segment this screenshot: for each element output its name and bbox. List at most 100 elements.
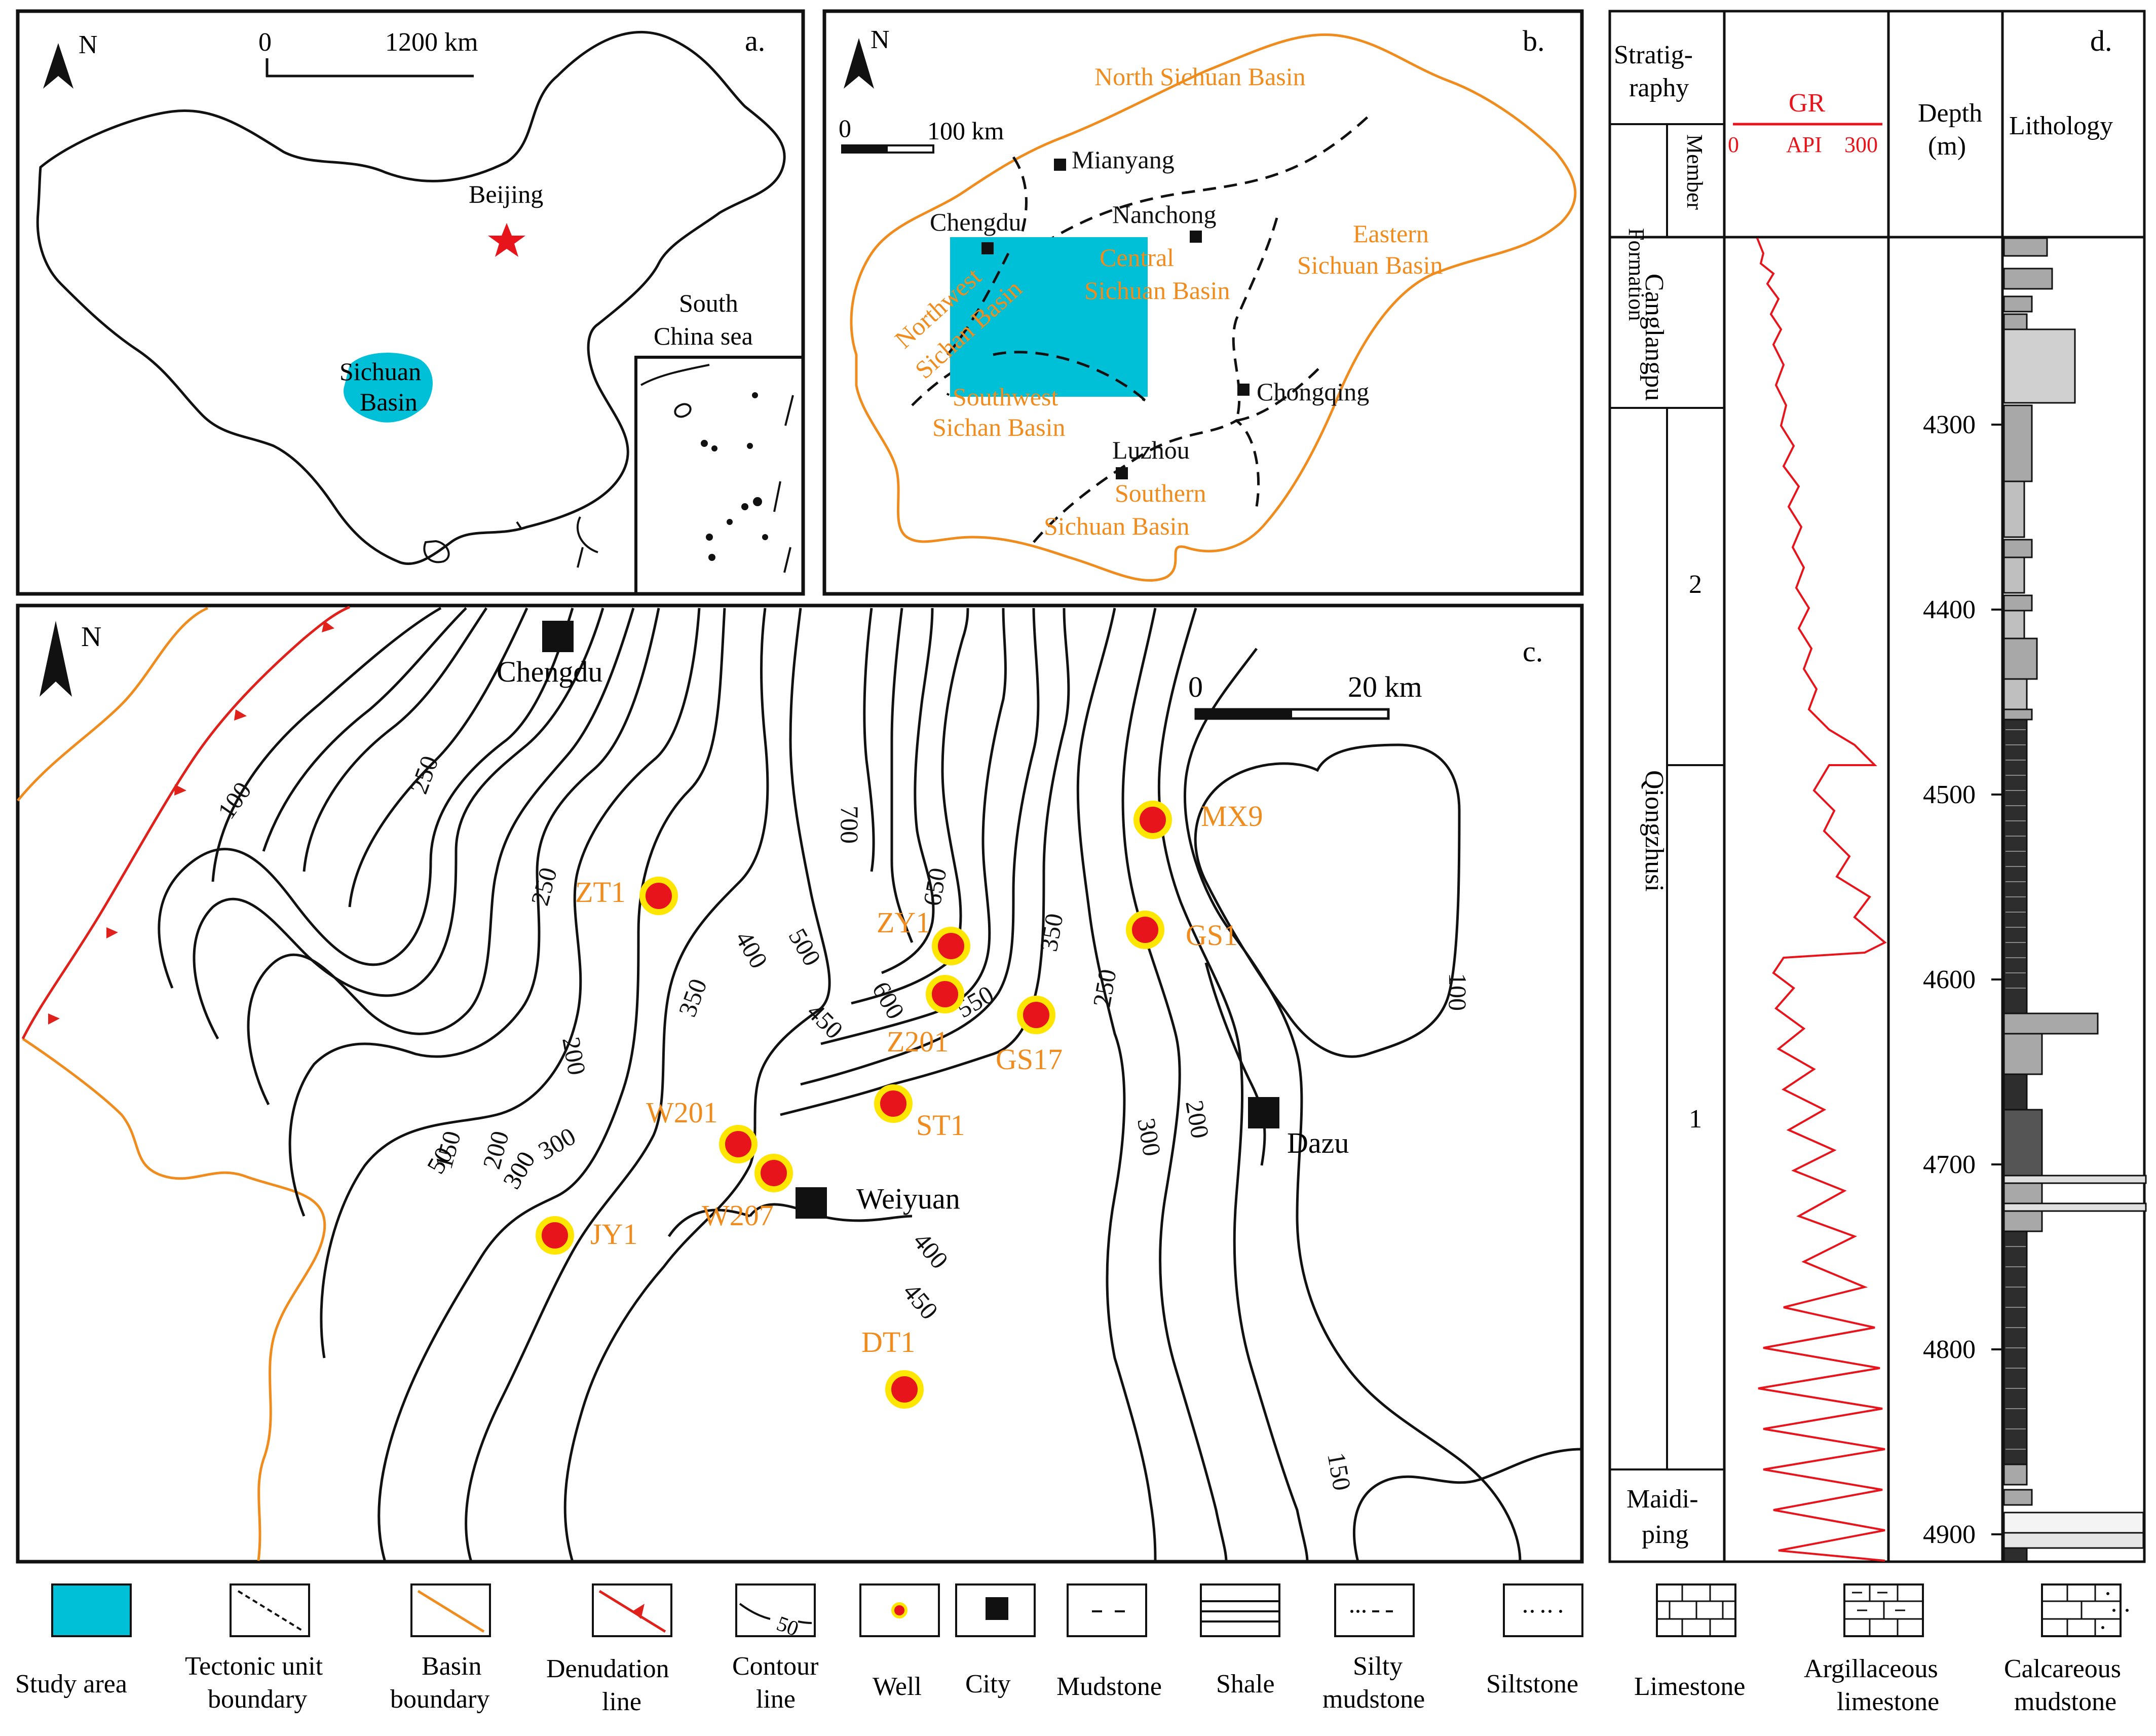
panel-b-letter: b.: [1523, 24, 1545, 57]
panel-d-letter: d.: [2090, 24, 2112, 57]
south-china-sea-inset: South China sea: [634, 289, 805, 595]
svg-text:Nanchong: Nanchong: [1112, 200, 1217, 229]
legend-item-limestone: Limestone: [1634, 1583, 1746, 1701]
svg-text:(m): (m): [1928, 132, 1966, 161]
svg-text:ZY1: ZY1: [877, 906, 930, 939]
city-icon: [796, 1187, 827, 1219]
svg-text:250: 250: [1087, 967, 1122, 1009]
well-icon: [885, 1370, 924, 1409]
panel-c-scale-bar: 0 20 km: [1188, 670, 1422, 720]
svg-text:Sichuan Basin: Sichuan Basin: [1084, 276, 1230, 305]
panel-a-scale-bar: 0 1200 km: [258, 28, 478, 78]
panel-c-cities: Chengdu Weiyuan Dazu: [497, 621, 1349, 1219]
svg-text:Contour: Contour: [732, 1652, 818, 1681]
svg-text:mudstone: mudstone: [2014, 1687, 2116, 1716]
svg-text:ZT1: ZT1: [575, 876, 626, 909]
panel-b-sichuan-basin-map: b. N 0 100 km Mianyang Chengdu: [822, 9, 1584, 596]
city-icon: [1116, 467, 1128, 479]
svg-text:China sea: China sea: [654, 322, 753, 350]
svg-text:650: 650: [918, 865, 952, 908]
svg-text:MX9: MX9: [1201, 800, 1263, 833]
svg-text:South: South: [679, 289, 738, 317]
svg-text:Dazu: Dazu: [1287, 1126, 1349, 1159]
svg-text:100: 100: [1444, 973, 1472, 1011]
svg-text:Lithology: Lithology: [2009, 111, 2113, 140]
svg-text:ping: ping: [1642, 1520, 1688, 1549]
svg-text:0: 0: [1728, 132, 1739, 157]
svg-text:North Sichuan Basin: North Sichuan Basin: [1094, 62, 1306, 91]
svg-text:N: N: [871, 25, 890, 54]
panel-c-letter: c.: [1523, 635, 1543, 668]
svg-text:line: line: [602, 1687, 641, 1716]
svg-text:Argillaceous: Argillaceous: [1804, 1654, 1938, 1683]
svg-text:Mianyang: Mianyang: [1072, 145, 1175, 174]
panel-c-contour-map: c. N 0 20 km: [16, 603, 1584, 1564]
svg-text:DT1: DT1: [861, 1326, 915, 1358]
panel-c-north-arrow-icon: N: [40, 621, 101, 697]
svg-text:limestone: limestone: [1837, 1687, 1939, 1716]
svg-text:150: 150: [1322, 1450, 1356, 1493]
svg-text:JY1: JY1: [590, 1218, 637, 1251]
svg-text:Southwest: Southwest: [953, 383, 1058, 411]
svg-text:Well: Well: [873, 1672, 922, 1701]
beijing-star-icon: [488, 223, 525, 257]
svg-text:Qiongzhusi: Qiongzhusi: [1640, 770, 1669, 892]
city-icon: [981, 242, 994, 254]
svg-text:Basin: Basin: [422, 1652, 481, 1681]
svg-text:Mudstone: Mudstone: [1056, 1672, 1162, 1701]
svg-text:Chengdu: Chengdu: [497, 655, 602, 688]
svg-text:600: 600: [866, 977, 910, 1024]
svg-text:Formation: Formation: [1624, 228, 1649, 321]
svg-text:Member: Member: [1682, 134, 1707, 210]
svg-text:Calcareous: Calcareous: [2004, 1654, 2121, 1683]
legend-item-mudstone: Mudstone: [1056, 1583, 1162, 1701]
panel-b-scale-bar: 0 100 km: [839, 114, 1004, 154]
svg-text:Central: Central: [1100, 243, 1174, 272]
legend-item-tectonic-boundary: Tectonic unit boundary: [185, 1583, 323, 1714]
svg-text:Stratig-: Stratig-: [1614, 41, 1693, 69]
svg-text:200: 200: [1180, 1098, 1215, 1141]
svg-text:Z201: Z201: [887, 1025, 949, 1058]
svg-text:City: City: [965, 1670, 1011, 1699]
panel-a-location-map: a. N 0 1200 km Sichuan Basin Beijing Sou…: [16, 9, 805, 596]
svg-text:4400: 4400: [1923, 595, 1976, 624]
sichuan-basin-shape: [344, 353, 433, 423]
legend-item-basin-boundary: Basin boundary: [390, 1583, 491, 1714]
svg-text:GS1: GS1: [1186, 919, 1238, 952]
legend-item-contour-line: 50 Contour line: [732, 1583, 818, 1714]
legend-item-denudation-line: Denudation line: [546, 1583, 672, 1716]
svg-text:Southern: Southern: [1115, 479, 1206, 507]
svg-text:100 km: 100 km: [927, 117, 1004, 145]
panel-c-well-labels: MX9 ZT1 ZY1 GS1 Z201 GS17 ST1 W201 W207 …: [575, 800, 1263, 1358]
panel-a-north-arrow-icon: N: [43, 30, 98, 89]
shale-hatching: [2006, 729, 2026, 1450]
city-icon: [1190, 231, 1202, 243]
svg-text:4800: 4800: [1923, 1335, 1976, 1364]
well-icon: [1017, 996, 1055, 1034]
city-icon: [542, 621, 574, 652]
legend-item-shale: Shale: [1200, 1583, 1280, 1699]
svg-text:Basin: Basin: [360, 388, 418, 416]
svg-text:0: 0: [1188, 670, 1203, 703]
svg-text:Eastern: Eastern: [1353, 219, 1429, 248]
svg-text:1: 1: [1689, 1105, 1702, 1134]
legend-item-city: City: [955, 1583, 1036, 1699]
legend-item-calcareous-mudstone: Calcareous mudstone: [2004, 1583, 2129, 1716]
svg-text:ST1: ST1: [916, 1109, 965, 1142]
svg-text:400: 400: [908, 1227, 954, 1274]
svg-text:Sichuan Basin: Sichuan Basin: [1044, 512, 1189, 540]
svg-text:Sichan Basin: Sichan Basin: [932, 413, 1065, 441]
svg-text:GR: GR: [1789, 89, 1826, 118]
well-icon: [639, 877, 678, 915]
legend-item-well: Well: [859, 1583, 940, 1701]
svg-text:boundary: boundary: [208, 1685, 307, 1714]
legend-item-silty-mudstone: Silty mudstone: [1322, 1583, 1425, 1714]
svg-text:mudstone: mudstone: [1322, 1685, 1425, 1714]
svg-text:Chongqing: Chongqing: [1257, 378, 1369, 406]
contour-lines: [158, 607, 1582, 1562]
svg-text:0: 0: [839, 114, 851, 142]
legend-item-argillaceous-limestone: Argillaceous limestone: [1804, 1583, 1939, 1716]
svg-text:Canglangpu: Canglangpu: [1640, 274, 1669, 401]
svg-text:boundary: boundary: [390, 1685, 489, 1714]
panel-d-well-log-column: d. Stratig- raphy Formation Member GR 0 …: [1608, 10, 2147, 1563]
